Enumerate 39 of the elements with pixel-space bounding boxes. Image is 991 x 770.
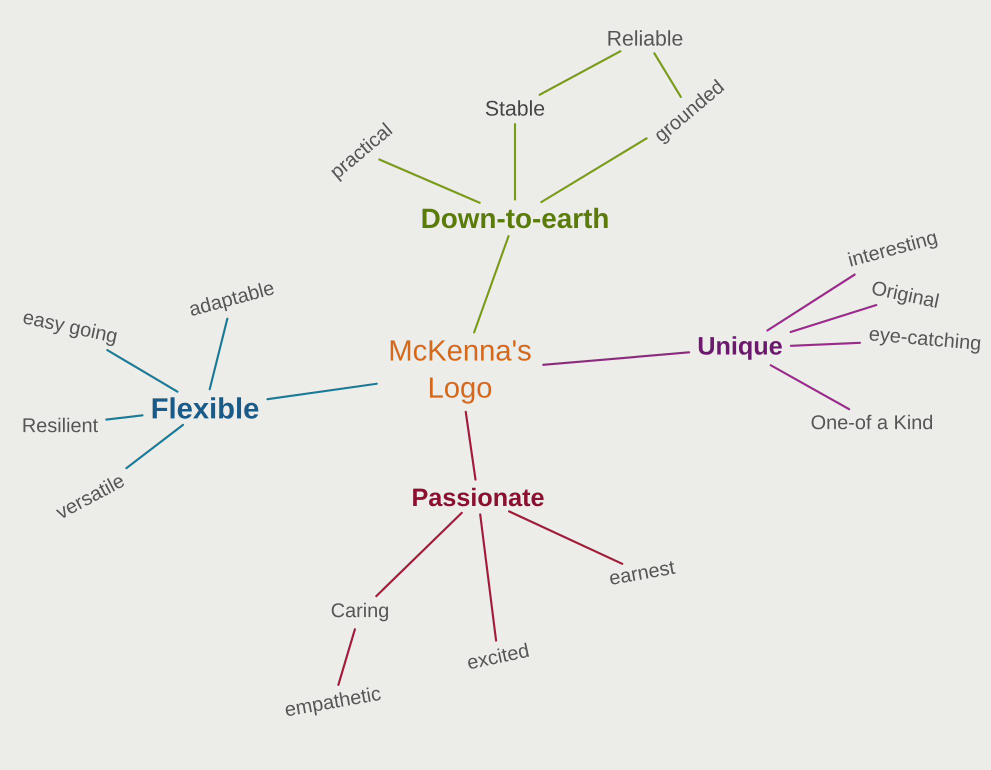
connector-line	[790, 342, 861, 347]
connector-line	[653, 52, 682, 98]
connector-line	[208, 318, 228, 390]
leaf-word: adaptable	[190, 282, 274, 316]
leaf-word: easy going	[24, 314, 117, 346]
leaf-word: earnest	[610, 561, 676, 584]
branch-topic: Down-to-earth	[422, 208, 608, 228]
connector-line	[375, 512, 463, 598]
leaf-word: interesting	[848, 233, 938, 266]
connector-line	[542, 351, 690, 366]
connector-line	[378, 158, 481, 204]
leaf-word: Stable	[486, 100, 544, 116]
connector-line	[266, 382, 378, 400]
leaf-word: excited	[468, 642, 530, 669]
connector-line	[770, 364, 850, 410]
branch-topic: Unique	[698, 336, 782, 360]
connector-line	[105, 414, 144, 421]
leaf-word: Original	[872, 282, 940, 308]
connector-line	[464, 410, 477, 481]
connector-line	[125, 424, 184, 470]
leaf-word: Caring	[332, 602, 388, 622]
connector-line	[337, 628, 356, 686]
connector-line	[514, 122, 516, 201]
leaf-word: eye-catching	[870, 330, 980, 354]
connector-line	[790, 304, 878, 334]
connector-line	[540, 137, 648, 204]
branch-topic: Passionate	[413, 488, 544, 506]
leaf-word: empathetic	[286, 687, 381, 716]
connector-line	[479, 513, 498, 642]
connector-line	[538, 50, 622, 96]
leaf-word: One-of a Kind	[812, 414, 932, 430]
branch-topic: Flexible	[152, 397, 258, 419]
connector-line	[766, 273, 856, 332]
central-topic: McKenna's Logo	[390, 340, 531, 404]
connector-line	[473, 235, 510, 334]
connector-line	[106, 349, 178, 393]
connector-line	[508, 510, 624, 565]
leaf-word: Reliable	[608, 30, 682, 46]
leaf-word: Resilient	[24, 418, 98, 432]
